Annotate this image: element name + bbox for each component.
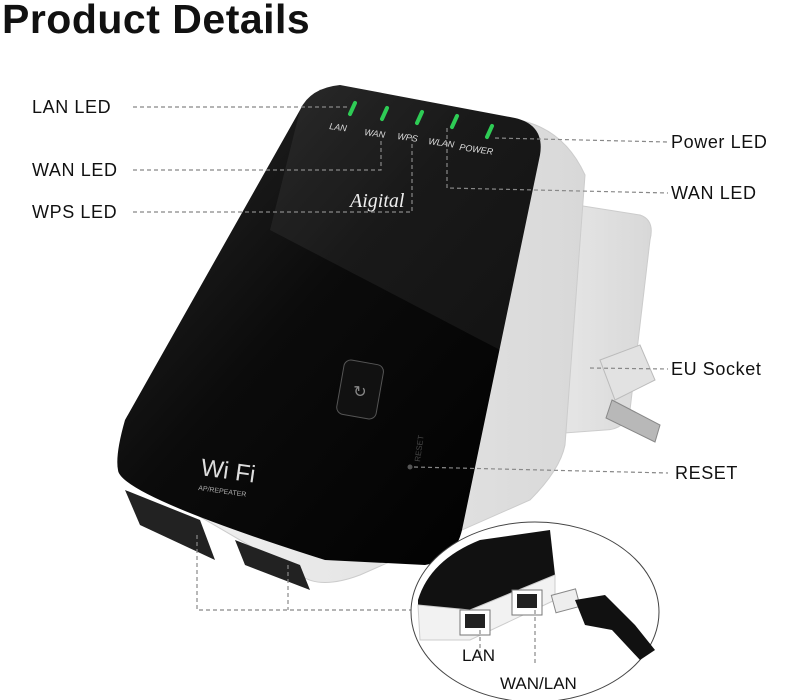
callout-wan-led-right: WAN LED bbox=[671, 183, 757, 203]
reset-print: RESET bbox=[413, 435, 426, 463]
device-front-panel bbox=[117, 85, 541, 565]
callout-lan-led: LAN LED bbox=[32, 97, 112, 117]
callout-wan-led-left: WAN LED bbox=[32, 160, 118, 180]
callout-wps-led: WPS LED bbox=[32, 202, 118, 222]
inset-wan-lan-label: WAN/LAN bbox=[500, 674, 577, 693]
led-label-wlan: WLAN bbox=[428, 136, 456, 150]
led-row: LAN WAN WPS WLAN POWER bbox=[329, 101, 495, 157]
led-label-lan: LAN bbox=[329, 121, 348, 133]
callout-power-led: Power LED bbox=[671, 132, 768, 152]
callout-eu-socket: EU Socket bbox=[671, 359, 762, 379]
led-label-wps: WPS bbox=[397, 131, 419, 144]
led-wps bbox=[415, 110, 424, 125]
led-wan bbox=[380, 106, 389, 121]
led-label-wan: WAN bbox=[364, 127, 387, 140]
page-title: Product Details bbox=[2, 0, 311, 42]
callout-reset: RESET bbox=[675, 463, 739, 483]
callout-lines bbox=[133, 106, 669, 611]
inset-lan-label: LAN bbox=[462, 646, 495, 665]
led-wlan bbox=[450, 114, 459, 129]
port-inset: LAN WAN/LAN bbox=[410, 521, 660, 700]
wps-button[interactable]: ↻ bbox=[336, 359, 385, 420]
wps-sync-icon: ↻ bbox=[353, 384, 366, 401]
reset-button[interactable] bbox=[407, 464, 413, 470]
brand-logo: Aigital bbox=[348, 190, 405, 212]
led-power bbox=[485, 124, 494, 139]
led-label-power: POWER bbox=[459, 142, 495, 157]
led-lan bbox=[348, 101, 357, 116]
